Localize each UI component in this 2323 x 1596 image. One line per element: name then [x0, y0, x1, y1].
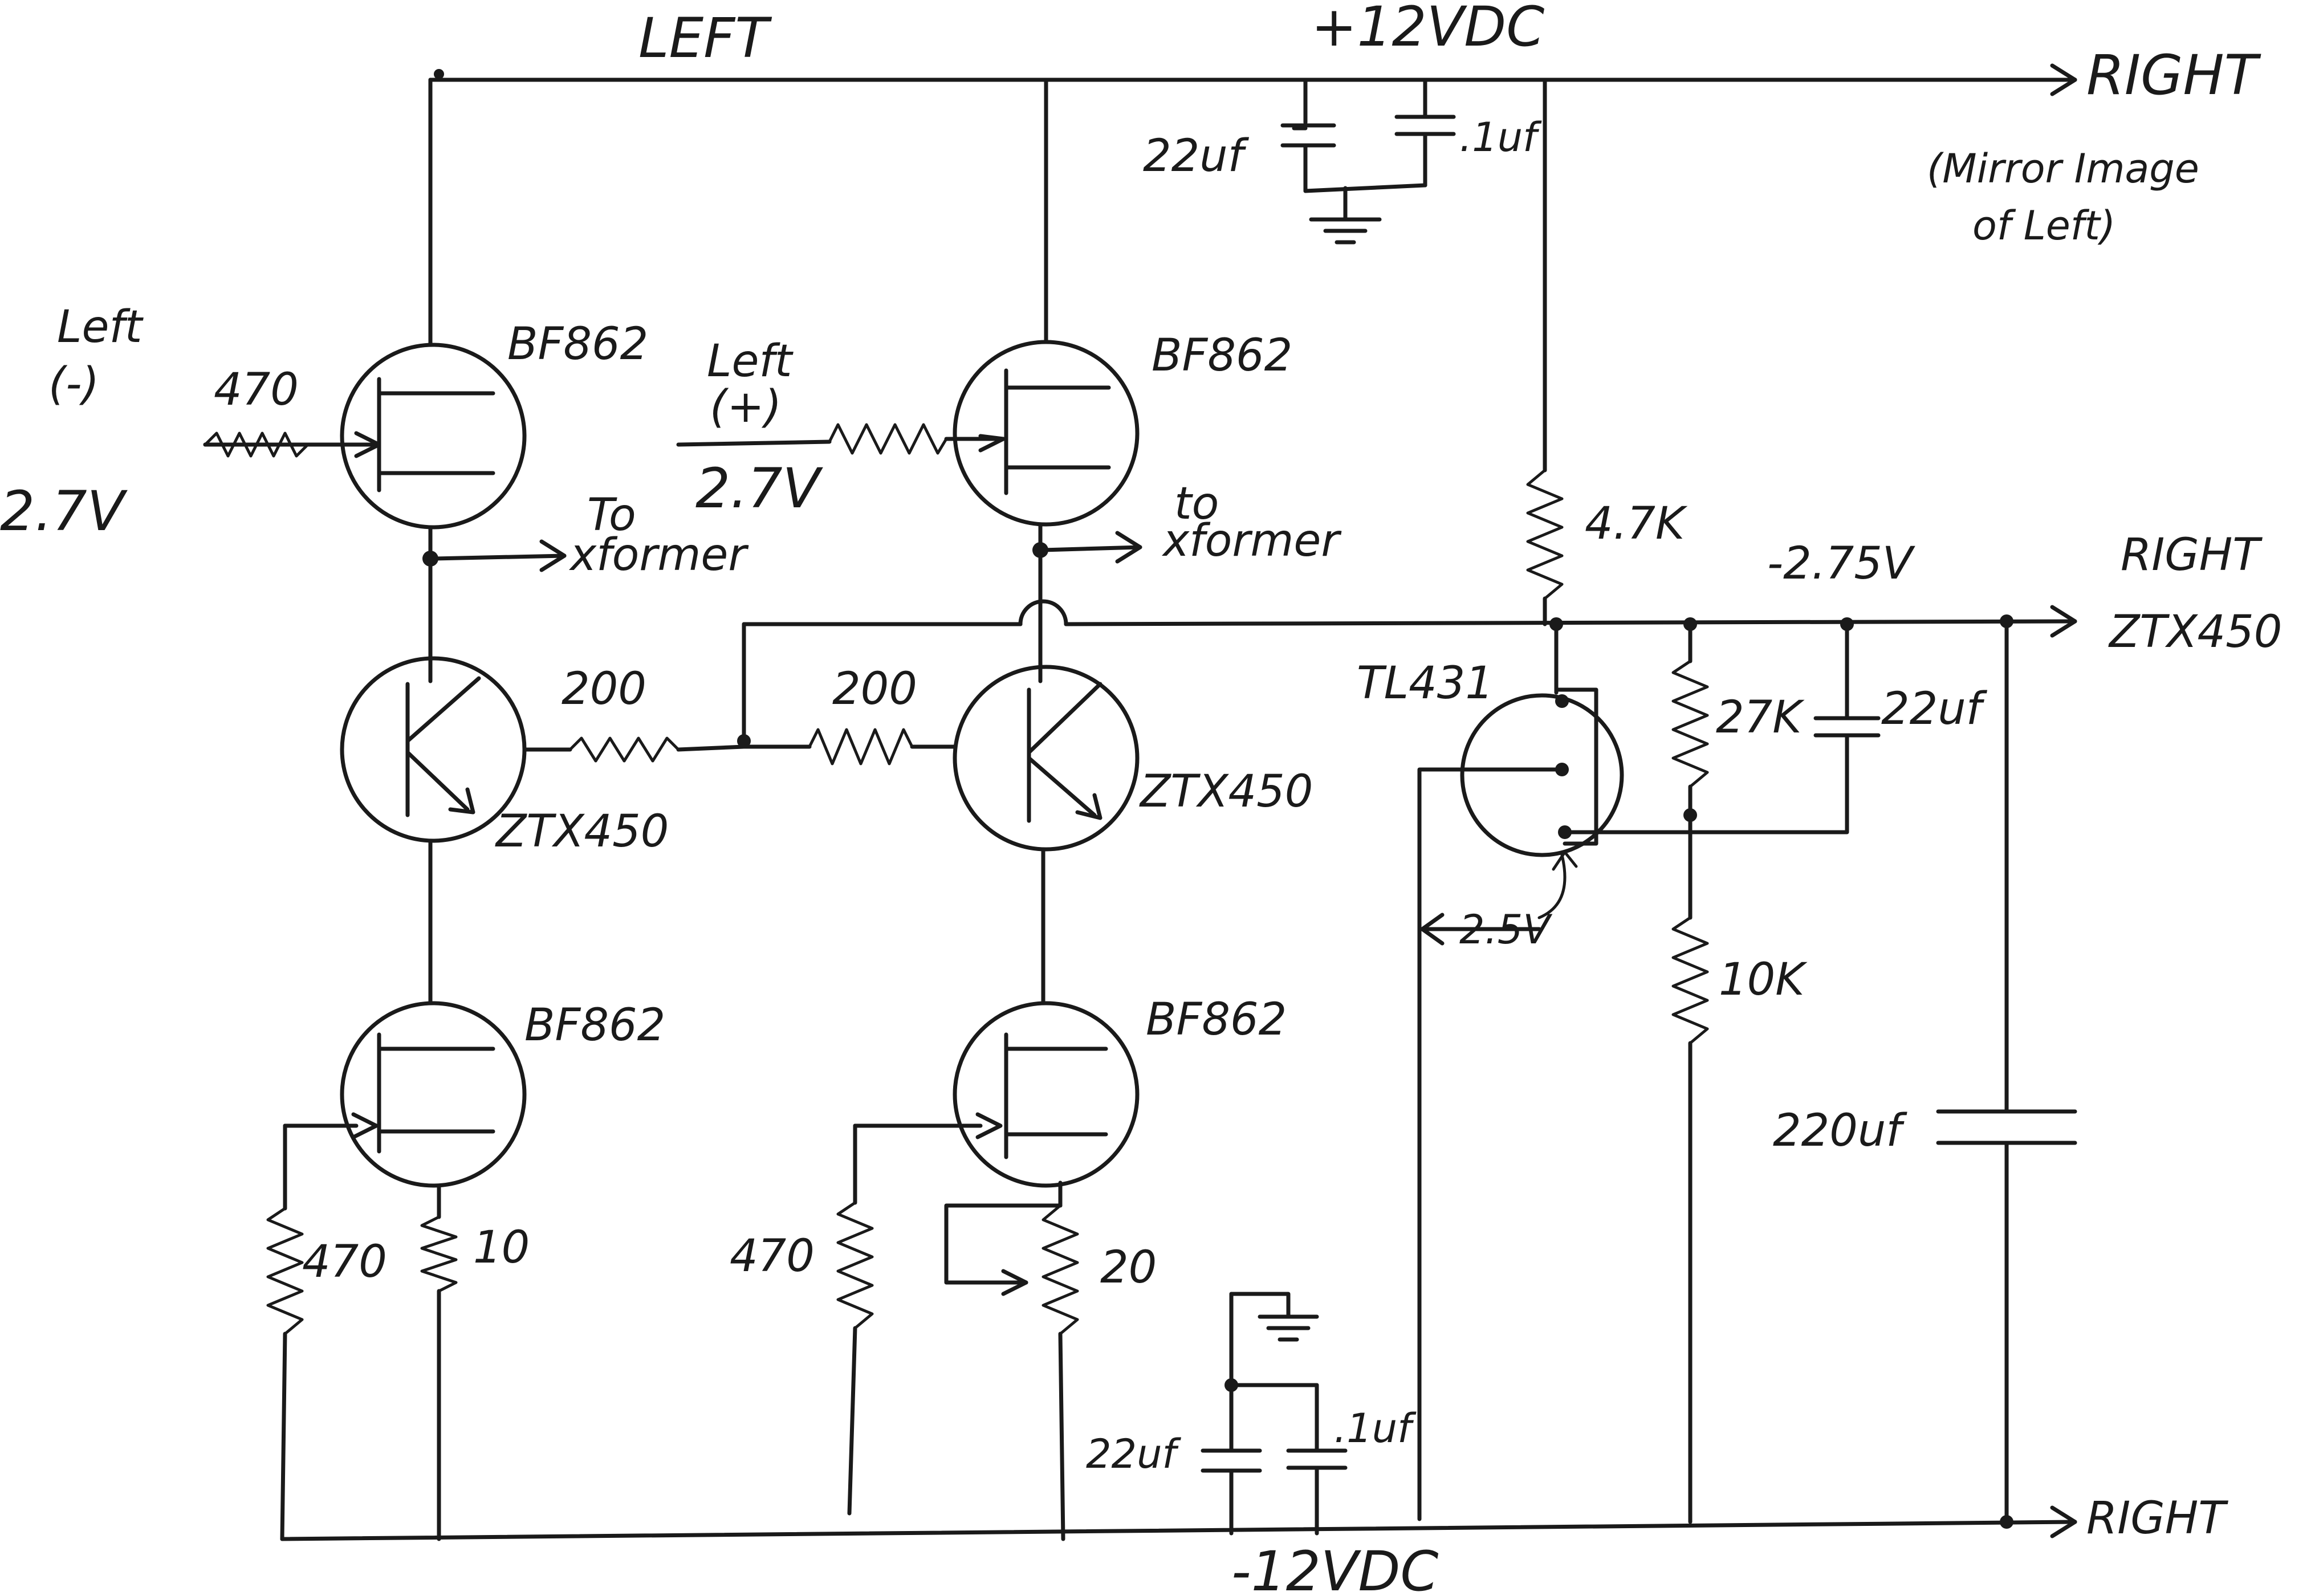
r-base-2	[742, 728, 957, 766]
to-xformer-2a: to	[1174, 478, 1219, 530]
right-mid-label-2: ZTX450	[2108, 606, 2282, 658]
q4-bjt	[953, 665, 1140, 852]
r-gate-2-label: 470	[730, 1231, 815, 1282]
r-gate-1-label: 470	[302, 1236, 387, 1288]
r-in-pos	[828, 423, 1006, 455]
q1-out-arrow	[431, 539, 567, 572]
q3-bjt	[340, 656, 572, 843]
r-pot-label: 20	[1100, 1242, 1157, 1293]
r-base-2-label: 200	[832, 663, 917, 715]
q5-label: BF862	[524, 1000, 665, 1051]
mirror-note-1: (Mirror Image	[1927, 145, 2199, 192]
r-47k-label: 4.7K	[1585, 498, 1688, 549]
q2-out-arrow	[1041, 531, 1142, 564]
u1-label: TL431	[1357, 658, 1494, 709]
pos-supply-label: +12VDC	[1311, 0, 1544, 59]
c-top-2-label: .1uf	[1459, 114, 1542, 161]
to-xformer-1a: To	[587, 490, 636, 541]
c-top-1-label: 22uf	[1143, 131, 1250, 182]
r-gate-1	[266, 1207, 304, 1541]
input-pos-label-2: (+)	[710, 381, 782, 433]
c-ref	[1688, 622, 1881, 834]
right-bottom-label: RIGHT	[2086, 1493, 2228, 1544]
right-mid-label-1: RIGHT	[2121, 530, 2263, 581]
left-title: LEFT	[638, 6, 772, 70]
c-top-pair	[1280, 78, 1456, 245]
pos-supply-rail	[428, 63, 2077, 96]
node-q1-out	[422, 551, 438, 567]
q5-jfet	[283, 1001, 527, 1188]
c-ref-label: 22uf	[1881, 683, 1988, 735]
input-neg-voltage: 2.7V	[0, 479, 128, 543]
r-10k	[1671, 916, 1709, 1524]
q1-label: BF862	[507, 319, 648, 370]
r-src-1	[420, 1215, 458, 1541]
c-big	[1936, 619, 2077, 1529]
neg-supply-label: -12VDC	[1231, 1540, 1438, 1596]
r-27k-label: 27K	[1716, 692, 1805, 743]
r-base-1	[568, 734, 751, 763]
node-q2-out	[1032, 542, 1048, 558]
input-neg-label-1: Left	[57, 302, 144, 353]
r-in-neg	[203, 431, 310, 458]
neg-supply-rail	[280, 1505, 2077, 1541]
ref-voltage-label: -2.75V	[1767, 538, 1915, 589]
q3-label: ZTX450	[495, 806, 669, 857]
r-27k	[1671, 659, 1709, 920]
to-xformer-1b: xformer	[568, 530, 749, 581]
c-bot-1-label: 22uf	[1086, 1431, 1181, 1477]
to-xformer-2b: xformer	[1161, 515, 1342, 567]
c-bot-2-label: .1uf	[1334, 1405, 1417, 1452]
ref-bus	[742, 599, 2077, 743]
c-big-label: 220uf	[1773, 1105, 1907, 1157]
u1-tl431	[1417, 622, 1693, 1521]
r-base-1-label: 200	[562, 663, 646, 715]
q4-label: ZTX450	[1139, 766, 1313, 817]
r-pot	[944, 1203, 1079, 1541]
r-gate-2	[836, 1201, 874, 1516]
mirror-note-2: of Left)	[1972, 202, 2115, 249]
r-10k-label: 10K	[1719, 954, 1808, 1005]
q6-label: BF862	[1146, 994, 1287, 1045]
q2-label: BF862	[1152, 330, 1292, 381]
tl431-volt-arrow	[1420, 850, 1578, 946]
right-top-label: RIGHT	[2086, 43, 2261, 107]
r-src-1-label: 10	[473, 1222, 530, 1273]
tl431-voltage-label: 2.5V	[1459, 906, 1552, 953]
input-neg-label-2: (-)	[48, 359, 99, 410]
c-bot-pair	[1201, 1292, 1348, 1536]
q6-jfet	[853, 1001, 1140, 1188]
r-in-neg-label: 470	[214, 364, 299, 416]
r-47k	[1526, 469, 1564, 631]
input-pos-voltage: 2.7V	[695, 457, 824, 520]
input-pos-label-1: Left	[707, 336, 794, 387]
